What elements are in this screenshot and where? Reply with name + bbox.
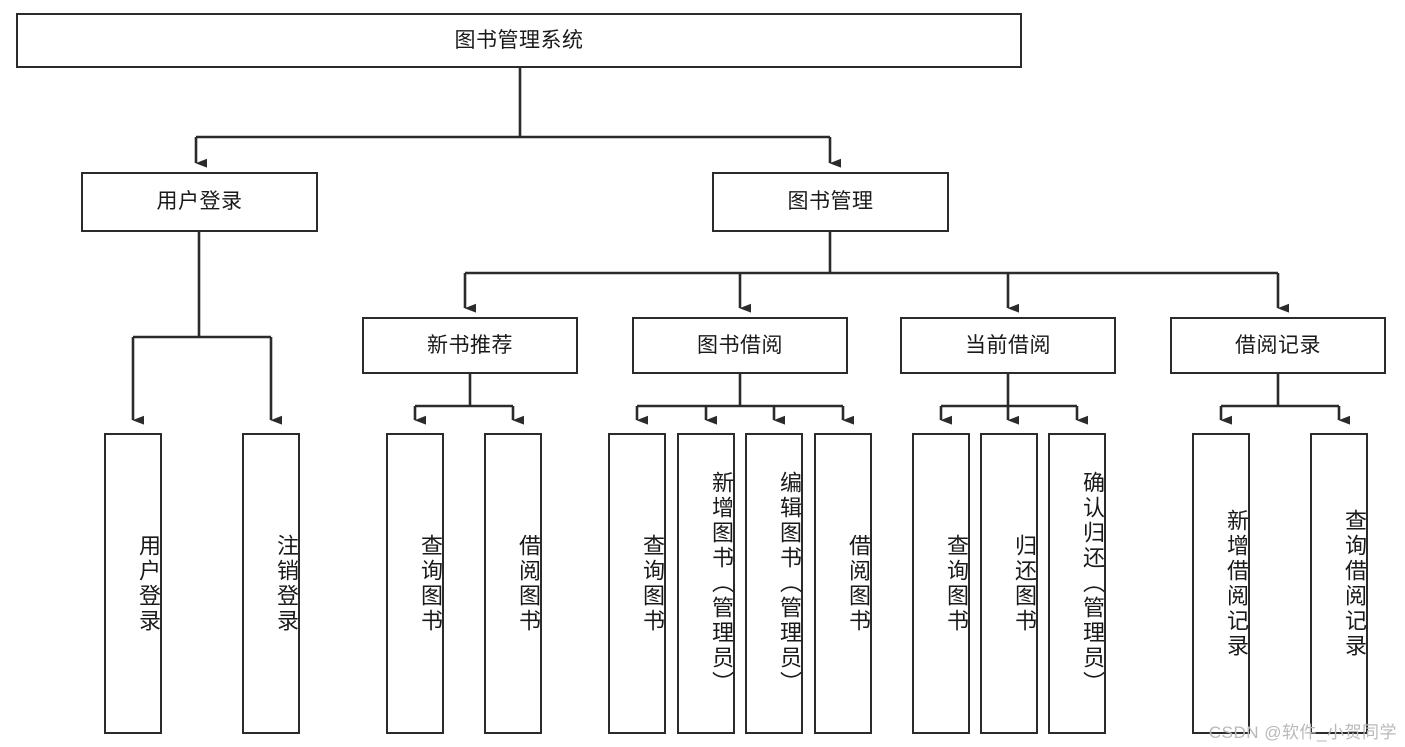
node-label: 查询图书 bbox=[640, 533, 665, 634]
node-current-borrow[interactable]: 当前借阅 bbox=[900, 317, 1116, 374]
node-borrow-record[interactable]: 借阅记录 bbox=[1170, 317, 1386, 374]
node-label: 归还图书 bbox=[1012, 533, 1037, 634]
node-label: 编辑图书（管理员） bbox=[777, 471, 802, 696]
node-root-system[interactable]: 图书管理系统 bbox=[16, 13, 1022, 68]
leaf-logout-login[interactable]: 注销登录 bbox=[242, 433, 300, 734]
leaf-confirm-return-admin[interactable]: 确认归还（管理员） bbox=[1048, 433, 1106, 734]
leaf-query-book-2[interactable]: 查询图书 bbox=[608, 433, 666, 734]
leaf-borrow-book-1[interactable]: 借阅图书 bbox=[484, 433, 542, 734]
watermark-text: CSDN @软件_小贺同学 bbox=[1208, 723, 1397, 742]
leaf-query-book-3[interactable]: 查询图书 bbox=[912, 433, 970, 734]
node-label: 借阅图书 bbox=[516, 533, 541, 634]
node-label: 查询借阅记录 bbox=[1342, 508, 1367, 659]
leaf-add-book-admin[interactable]: 新增图书（管理员） bbox=[677, 433, 735, 734]
node-label: 图书管理 bbox=[787, 190, 874, 214]
node-label: 确认归还（管理员） bbox=[1080, 471, 1105, 696]
node-label: 新增借阅记录 bbox=[1224, 508, 1249, 659]
node-label: 用户登录 bbox=[136, 533, 161, 634]
node-label: 查询图书 bbox=[418, 533, 443, 634]
node-label: 新增图书（管理员） bbox=[709, 471, 734, 696]
leaf-borrow-book-2[interactable]: 借阅图书 bbox=[814, 433, 872, 734]
node-label: 图书借阅 bbox=[697, 333, 783, 357]
node-new-book-recommend[interactable]: 新书推荐 bbox=[362, 317, 578, 374]
node-label: 注销登录 bbox=[274, 533, 299, 634]
node-label: 查询图书 bbox=[944, 533, 969, 634]
leaf-add-borrow-record[interactable]: 新增借阅记录 bbox=[1192, 433, 1250, 734]
node-label: 用户登录 bbox=[156, 190, 243, 214]
node-label: 当前借阅 bbox=[965, 333, 1051, 357]
leaf-user-login[interactable]: 用户登录 bbox=[104, 433, 162, 734]
node-book-management[interactable]: 图书管理 bbox=[712, 172, 949, 232]
node-label: 图书管理系统 bbox=[454, 28, 584, 52]
leaf-return-book[interactable]: 归还图书 bbox=[980, 433, 1038, 734]
node-user-login[interactable]: 用户登录 bbox=[81, 172, 318, 232]
node-label: 借阅图书 bbox=[846, 533, 871, 634]
leaf-edit-book-admin[interactable]: 编辑图书（管理员） bbox=[745, 433, 803, 734]
leaf-query-borrow-record[interactable]: 查询借阅记录 bbox=[1310, 433, 1368, 734]
node-label: 新书推荐 bbox=[427, 333, 513, 357]
node-book-borrow[interactable]: 图书借阅 bbox=[632, 317, 848, 374]
node-label: 借阅记录 bbox=[1235, 333, 1321, 357]
leaf-query-book-1[interactable]: 查询图书 bbox=[386, 433, 444, 734]
